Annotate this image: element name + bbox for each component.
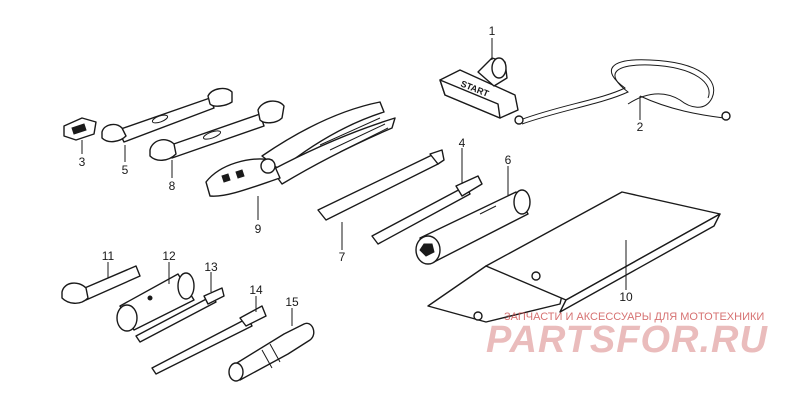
part-9-pliers bbox=[205, 101, 396, 197]
part-1-starter-handle: START bbox=[439, 57, 519, 119]
callout-12: 12 bbox=[162, 249, 176, 263]
part-8-open-wrench bbox=[149, 100, 285, 161]
callout-3: 3 bbox=[79, 155, 86, 169]
part-2-starter-rope bbox=[514, 59, 731, 125]
callout-7: 7 bbox=[339, 250, 346, 264]
part-6-box-spanner bbox=[415, 189, 531, 265]
part-15-screwdriver-handle bbox=[228, 322, 315, 382]
callout-9: 9 bbox=[255, 222, 262, 236]
part-13-screwdriver-shaft bbox=[135, 287, 225, 343]
part-4-screwdriver-bit bbox=[371, 175, 483, 245]
watermark: ЗАПЧАСТИ И АКСЕССУАРЫ ДЛЯ МОТОТЕХНИКИ PA… bbox=[486, 311, 768, 361]
part-10-tool-bag bbox=[427, 191, 721, 323]
callout-4: 4 bbox=[459, 136, 466, 150]
callout-15: 15 bbox=[285, 295, 299, 309]
callout-11: 11 bbox=[102, 249, 115, 263]
callout-10: 10 bbox=[619, 290, 633, 304]
callout-2: 2 bbox=[637, 120, 644, 134]
part-12-spark-plug-socket bbox=[116, 272, 195, 332]
part-7-driver-bar bbox=[317, 149, 445, 221]
callout-13: 13 bbox=[204, 260, 218, 274]
callout-5: 5 bbox=[122, 163, 129, 177]
part-3-clip bbox=[63, 117, 97, 141]
callout-14: 14 bbox=[249, 283, 263, 297]
callout-6: 6 bbox=[505, 153, 512, 167]
part-5-open-wrench bbox=[101, 87, 233, 143]
watermark-caption: ЗАПЧАСТИ И АКСЕССУАРЫ ДЛЯ МОТОТЕХНИКИ bbox=[504, 311, 764, 323]
watermark-brand: PARTSFOR.RU bbox=[486, 319, 768, 361]
part-11-single-wrench bbox=[61, 265, 141, 304]
callout-8: 8 bbox=[169, 179, 176, 193]
callout-numbers: 1 2 3 4 5 6 7 8 9 10 11 12 13 14 15 bbox=[79, 24, 644, 309]
part-14-extension-bar bbox=[151, 305, 267, 375]
callout-1: 1 bbox=[489, 24, 496, 38]
